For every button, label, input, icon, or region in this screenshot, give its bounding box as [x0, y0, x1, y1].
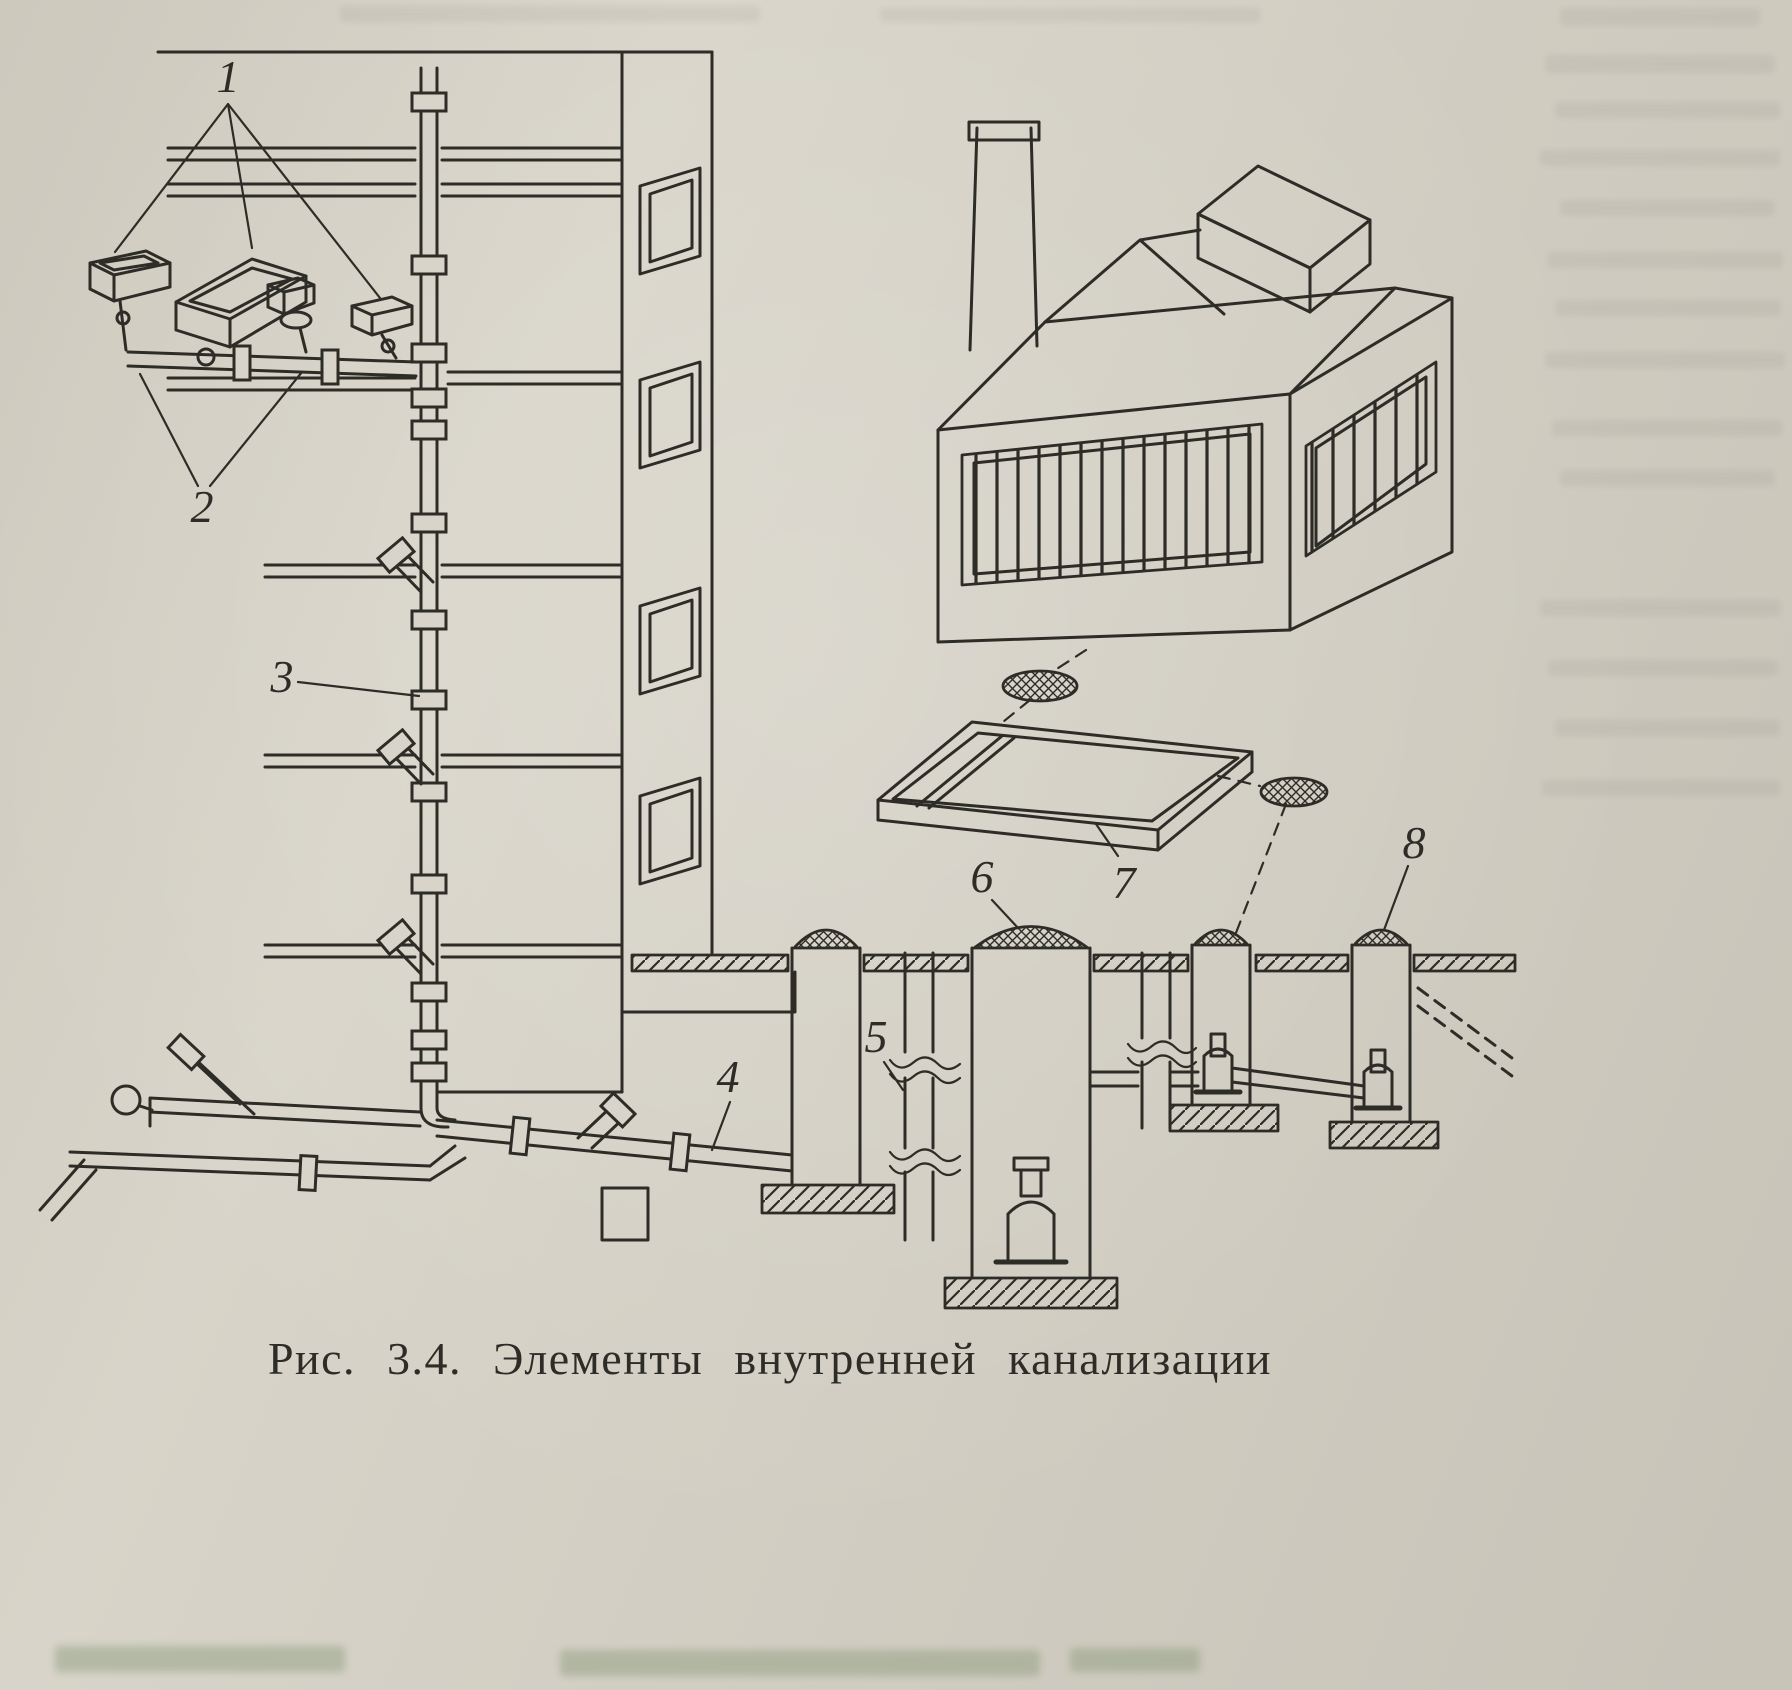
bleed-through-mark — [55, 1646, 345, 1672]
roof-monitor — [1196, 164, 1372, 314]
branch-fitting — [375, 917, 435, 976]
sanitary-fixtures — [88, 249, 418, 386]
leader-line-6 — [990, 898, 1020, 930]
drain-grate — [1001, 669, 1079, 703]
branch-fitting — [375, 727, 435, 786]
window — [638, 166, 702, 276]
label-7: 7 — [1113, 857, 1138, 908]
window — [638, 776, 702, 886]
ribbon-window — [960, 422, 1264, 587]
pipe-break — [888, 951, 962, 1242]
labels: 1 2 3 4 5 6 7 8 — [113, 51, 1426, 1152]
foundation-pier — [600, 1186, 650, 1242]
leader-line-8 — [1382, 864, 1410, 932]
toilet — [266, 276, 316, 354]
sewerage-diagram: 1 2 3 4 5 6 7 8 — [38, 50, 1517, 1310]
pump — [1193, 1032, 1243, 1095]
floor-slabs — [166, 146, 622, 959]
sump-pump — [993, 1156, 1069, 1265]
pump — [1353, 1048, 1403, 1111]
washbasin — [88, 249, 172, 352]
label-5: 5 — [865, 1011, 888, 1062]
leader-lines-1 — [113, 102, 382, 300]
label-1: 1 — [217, 51, 240, 102]
basement-pipes — [38, 1032, 467, 1222]
ground-surface — [630, 953, 1517, 973]
window — [638, 360, 702, 470]
outlet-pipe — [435, 1090, 794, 1173]
leader-line-3 — [296, 680, 421, 698]
bleed-through-mark — [560, 1650, 1040, 1676]
well-5 — [760, 928, 896, 1215]
label-2: 2 — [191, 481, 214, 532]
well-6 — [943, 925, 1119, 1310]
leader-lines-2 — [138, 370, 304, 488]
ribbon-window — [1304, 360, 1438, 558]
window — [638, 586, 702, 696]
pipe-break — [1126, 951, 1198, 1130]
inspection-wells — [760, 925, 1514, 1310]
bleed-through-mark — [1070, 1648, 1200, 1672]
figure-caption: Рис. 3.4. Элементы внутренней канализаци… — [267, 1333, 1273, 1384]
sink — [350, 295, 414, 360]
leader-line-7 — [1094, 822, 1120, 858]
well-8b — [1328, 928, 1440, 1150]
grease-trap — [876, 648, 1329, 940]
factory-building — [936, 120, 1454, 644]
leader-line-5 — [882, 1060, 905, 1092]
leader-line-4 — [710, 1100, 732, 1152]
label-4: 4 — [717, 1051, 740, 1102]
apartment-building — [156, 50, 797, 1242]
sewer-stack — [375, 66, 457, 1129]
label-6: 6 — [971, 851, 994, 902]
label-3: 3 — [270, 651, 294, 702]
chimney — [967, 120, 1041, 352]
well-8a — [1168, 928, 1280, 1133]
label-8: 8 — [1403, 817, 1426, 868]
fixture-drain-pipe — [126, 350, 418, 378]
drain-grate — [1259, 776, 1329, 808]
branch-fitting — [375, 535, 435, 594]
